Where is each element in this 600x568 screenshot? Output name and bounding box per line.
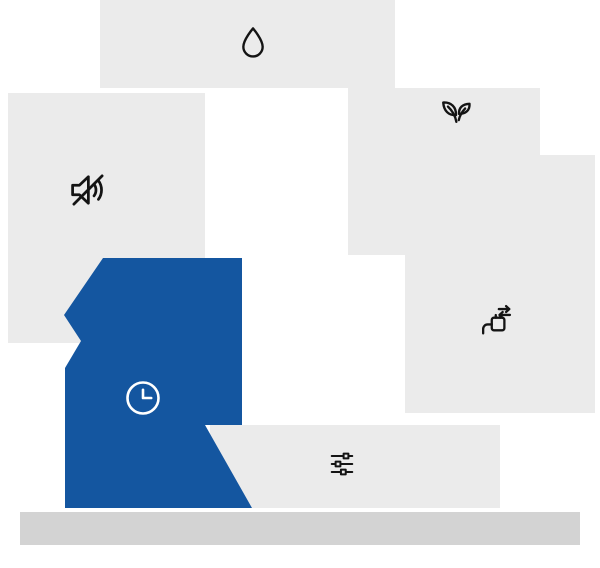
plug-sync-icon xyxy=(482,305,512,335)
highlight-tile-time[interactable] xyxy=(60,256,256,512)
tile-water[interactable] xyxy=(100,0,395,88)
accent-banner-shape xyxy=(64,258,252,508)
clock-icon xyxy=(126,381,160,415)
tile-connect[interactable] xyxy=(405,155,595,413)
water-drop-icon xyxy=(242,27,264,58)
tile-options[interactable] xyxy=(210,425,500,508)
volume-mute-icon xyxy=(71,174,104,206)
bottom-bar xyxy=(20,512,580,545)
sliders-icon xyxy=(330,452,354,476)
leaves-icon xyxy=(442,101,471,124)
